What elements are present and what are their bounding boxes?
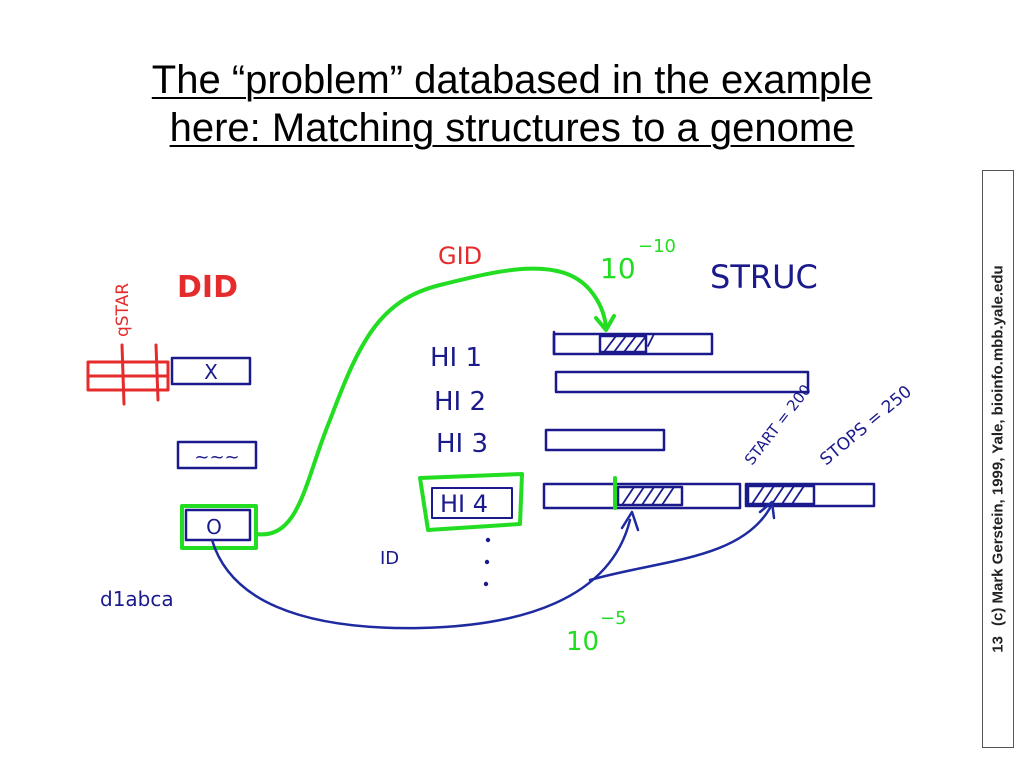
domain-boxes xyxy=(170,356,258,542)
hi4-highlight xyxy=(418,472,524,532)
qstar-label: qSTAR xyxy=(113,283,133,337)
green-links xyxy=(180,266,617,550)
domain-box-wave-label: ~~~ xyxy=(194,447,239,468)
domain-link-arrowhead-2 xyxy=(758,500,776,520)
red-annotations xyxy=(86,343,170,406)
genome-bar-4a xyxy=(542,482,742,510)
domain-box-x xyxy=(170,356,252,386)
page-number: 13 xyxy=(989,636,1007,653)
domain-box-o-label: O xyxy=(206,515,222,539)
title-line-2: here: Matching structures to a genome xyxy=(169,106,855,150)
hit-hatching xyxy=(603,333,805,506)
gid-link-curve xyxy=(254,266,608,537)
domain-box-o xyxy=(184,508,252,542)
hi4-box xyxy=(431,487,513,519)
genome-bar-3 xyxy=(544,428,666,452)
o-box-highlight xyxy=(180,504,258,550)
qstar-table-col-2 xyxy=(154,343,160,402)
genome-bars xyxy=(542,330,876,510)
hit-region-4a xyxy=(616,485,684,507)
start-label: START = 200 xyxy=(741,381,815,469)
hit-region-4b xyxy=(746,484,816,506)
gid-link-arrowhead xyxy=(594,314,616,332)
id-label: ID xyxy=(380,548,399,569)
credit-sidebar: 13 (c) Mark Gerstein, 1999, Yale, bioinfo… xyxy=(982,170,1014,748)
struc-label: STRUC xyxy=(710,258,818,296)
evalue-top: 10 xyxy=(600,252,636,285)
title-line-1: The “problem” databased in the example xyxy=(151,58,873,102)
hi3-label: HI 3 xyxy=(436,429,488,459)
stops-label: STOPS = 250 xyxy=(816,382,916,470)
credit-text: (c) Mark Gerstein, 1999, Yale, bioinfo.m… xyxy=(989,265,1007,626)
did-label: DID xyxy=(177,270,238,305)
qstar-table-col-1 xyxy=(120,343,126,406)
hit-region-1 xyxy=(598,334,648,354)
blue-links xyxy=(210,500,776,630)
hand-drawn-diagram: qSTAR DID GID X ~~~ O d1abca HI 1 HI 2 H… xyxy=(86,236,916,657)
hi4-label: HI 4 xyxy=(440,490,488,518)
slide-title: The “problem” databased in the example h… xyxy=(0,56,1024,152)
evalue-bottom: 10 xyxy=(566,627,599,657)
evalue-bottom-exp: −5 xyxy=(600,608,627,629)
hi1-label: HI 1 xyxy=(430,343,482,373)
evalue-top-exp: −10 xyxy=(638,236,676,257)
domain-link-curve-2 xyxy=(588,506,772,582)
domain-link-curve-1 xyxy=(210,518,632,630)
domain-box-x-label: X xyxy=(204,360,218,384)
genome-bar-4b xyxy=(744,482,876,508)
ellipsis-dots xyxy=(483,537,491,587)
d1abca-label: d1abca xyxy=(100,587,174,611)
domain-link-arrowhead-1 xyxy=(620,510,640,532)
gid-label: GID xyxy=(438,242,482,270)
hi2-label: HI 2 xyxy=(434,387,486,417)
credit-sidebar-text: 13 (c) Mark Gerstein, 1999, Yale, bioinfo… xyxy=(990,265,1007,652)
genome-bar-2 xyxy=(554,370,810,394)
domain-box-wave xyxy=(176,440,258,470)
